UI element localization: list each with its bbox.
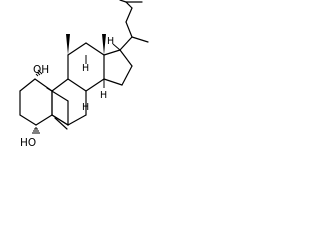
hashed-bond-h-c17 [112,43,121,51]
hydroxyl-top-label: OH [33,64,49,76]
hashed-bond-c1-oh [35,69,43,77]
hashed-bond-c3-oh [32,127,40,134]
methyl-c21 [131,36,149,43]
skeletal-formula: OH HO H H H H [19,0,149,149]
hydrogen-c9-label: H [82,102,89,113]
structure-diagram: OH HO H H H H [0,0,163,171]
side-chain [119,0,149,51]
double-bond-c5-c6 [54,117,68,130]
ring-a [19,78,69,126]
methyl-wedge-c10 [66,34,70,55]
hydrogen-c8-label: H [82,63,89,74]
ring-d [103,49,133,86]
hydrogen-c17-label: H [107,36,114,47]
hydrogen-c14-label: H [100,90,107,101]
methyl-wedge-c13 [102,34,106,55]
ring-b [51,78,87,130]
ring-c [67,42,105,92]
hydroxyl-left-label: HO [20,137,36,149]
